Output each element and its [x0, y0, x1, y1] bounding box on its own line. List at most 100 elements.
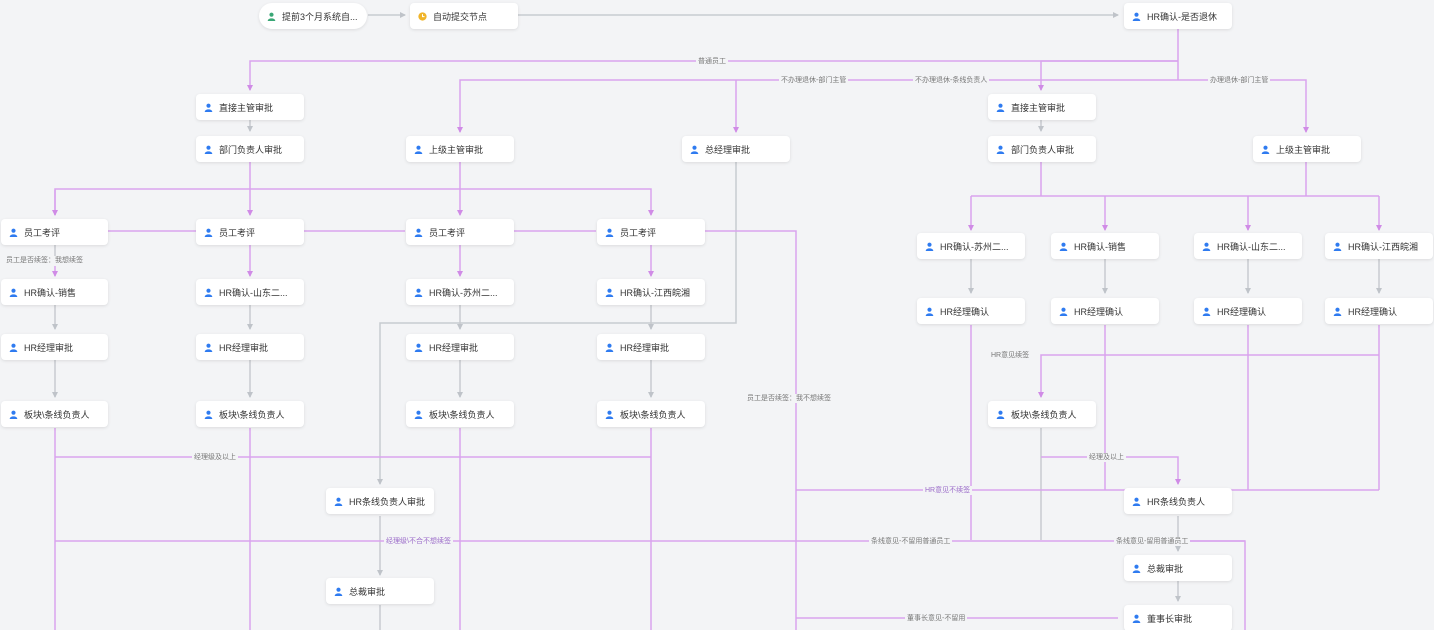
node-hr-manager-1[interactable]: HR经理审批 — [1, 334, 108, 360]
node-label: 部门负责人审批 — [219, 144, 283, 155]
user-icon — [690, 145, 699, 154]
user-icon — [9, 228, 18, 237]
node-label: HR条线负责人审批 — [349, 496, 425, 507]
node-label: 直接主管审批 — [1011, 102, 1066, 113]
node-hr-sales-right[interactable]: HR确认-销售 — [1051, 233, 1159, 259]
node-label: 板块\条线负责人 — [219, 409, 285, 420]
node-dept-head-left[interactable]: 部门负责人审批 — [196, 136, 304, 162]
edge-label-mgr-above-right: 经理及以上 — [1087, 453, 1126, 462]
edge-label-emp-keep-no: 员工是否续签：我不想续签 — [745, 394, 833, 403]
node-label: 员工考评 — [620, 227, 657, 238]
edge-label-hr-opinion-renew: HR意见续签 — [989, 351, 1032, 360]
node-label: 总经理审批 — [705, 144, 751, 155]
node-hr-sales-left[interactable]: HR确认-销售 — [1, 279, 108, 305]
node-eval-4[interactable]: 员工考评 — [597, 219, 705, 245]
node-hr-jiangxi-left[interactable]: HR确认-江西皖湘 — [597, 279, 705, 305]
node-hr-manager-confirm-2[interactable]: HR经理确认 — [1051, 298, 1159, 324]
node-label: HR经理确认 — [940, 306, 989, 317]
node-direct-manager-left[interactable]: 直接主管审批 — [196, 94, 304, 120]
user-icon — [1333, 242, 1342, 251]
node-label: HR经理审批 — [429, 342, 478, 353]
user-icon — [996, 103, 1005, 112]
node-label: HR确认-江西皖湘 — [620, 287, 690, 298]
edge-label-hr-opinion-no-renew: HR意见不续签 — [923, 486, 973, 495]
user-icon — [414, 343, 423, 352]
node-label: HR确认-江西皖湘 — [1348, 241, 1418, 252]
edge-label-retire-dept: 办理退休-部门主管 — [1208, 76, 1271, 85]
node-label: HR确认-苏州二... — [940, 241, 1009, 252]
node-direct-manager-right[interactable]: 直接主管审批 — [988, 94, 1096, 120]
node-start[interactable]: 提前3个月系统自... — [259, 3, 367, 29]
node-hr-shandong-right[interactable]: HR确认-山东二... — [1194, 233, 1302, 259]
user-icon — [204, 228, 213, 237]
edge-label-line-no-keep: 条线意见-不留用普通员工 — [869, 537, 953, 546]
node-label: 董事长审批 — [1147, 613, 1193, 624]
node-hr-suzhou-left[interactable]: HR确认-苏州二... — [406, 279, 514, 305]
node-hr-manager-confirm-1[interactable]: HR经理确认 — [917, 298, 1025, 324]
user-icon — [1132, 12, 1141, 21]
edge-label-regular-employee: 普通员工 — [696, 57, 728, 66]
user-icon — [9, 288, 18, 297]
node-superior-left[interactable]: 上级主管审批 — [406, 136, 514, 162]
user-icon — [1132, 564, 1141, 573]
node-hr-shandong-left[interactable]: HR确认-山东二... — [196, 279, 304, 305]
node-president-right[interactable]: 总裁审批 — [1124, 555, 1232, 581]
node-label: 员工考评 — [24, 227, 61, 238]
node-hr-line-head-approve[interactable]: HR条线负责人审批 — [326, 488, 434, 514]
node-label: 直接主管审批 — [219, 102, 274, 113]
node-hr-line-head[interactable]: HR条线负责人 — [1124, 488, 1232, 514]
node-hr-manager-2[interactable]: HR经理审批 — [196, 334, 304, 360]
node-label: HR确认-山东二... — [219, 287, 288, 298]
node-label: 部门负责人审批 — [1011, 144, 1075, 155]
node-dept-head-right[interactable]: 部门负责人审批 — [988, 136, 1096, 162]
start-user-icon — [267, 12, 276, 21]
node-label: HR经理确认 — [1074, 306, 1123, 317]
user-icon — [1333, 307, 1342, 316]
edge-label-emp-keep-yes: 员工是否续签：我想续签 — [4, 256, 85, 265]
node-label: 总裁审批 — [1147, 563, 1184, 574]
edge-label-line-keep: 条线意见-留用普通员工 — [1114, 537, 1191, 546]
user-icon — [1059, 242, 1068, 251]
node-label: 上级主管审批 — [429, 144, 484, 155]
node-label: HR经理审批 — [620, 342, 669, 353]
node-auto-submit[interactable]: 自动提交节点 — [410, 3, 518, 29]
edge-label-mgr-above-left: 经理级及以上 — [192, 453, 238, 462]
user-icon — [1132, 497, 1141, 506]
user-icon — [1202, 242, 1211, 251]
node-hr-confirm-retire[interactable]: HR确认-是否退休 — [1124, 3, 1232, 29]
node-label: 板块\条线负责人 — [429, 409, 495, 420]
node-label: 总裁审批 — [349, 586, 386, 597]
node-label: HR经理确认 — [1348, 306, 1397, 317]
node-hr-manager-3[interactable]: HR经理审批 — [406, 334, 514, 360]
user-icon — [9, 343, 18, 352]
edge-label-no-retire-dept: 不办理退休-部门主管 — [779, 76, 849, 85]
user-icon — [414, 410, 423, 419]
node-sector-head-right[interactable]: 板块\条线负责人 — [988, 401, 1096, 427]
node-hr-jiangxi-right[interactable]: HR确认-江西皖湘 — [1325, 233, 1433, 259]
node-label: HR经理确认 — [1217, 306, 1266, 317]
node-eval-1[interactable]: 员工考评 — [1, 219, 108, 245]
node-sector-head-4[interactable]: 板块\条线负责人 — [597, 401, 705, 427]
node-eval-3[interactable]: 员工考评 — [406, 219, 514, 245]
node-hr-manager-4[interactable]: HR经理审批 — [597, 334, 705, 360]
node-superior-right[interactable]: 上级主管审批 — [1253, 136, 1361, 162]
node-hr-manager-confirm-4[interactable]: HR经理确认 — [1325, 298, 1433, 324]
user-icon — [414, 288, 423, 297]
default-connectors — [52, 12, 1382, 630]
user-icon — [1202, 307, 1211, 316]
node-label: HR经理审批 — [24, 342, 73, 353]
node-general-manager[interactable]: 总经理审批 — [682, 136, 790, 162]
node-label: 员工考评 — [429, 227, 466, 238]
node-hr-manager-confirm-3[interactable]: HR经理确认 — [1194, 298, 1302, 324]
node-sector-head-2[interactable]: 板块\条线负责人 — [196, 401, 304, 427]
node-eval-2[interactable]: 员工考评 — [196, 219, 304, 245]
node-hr-suzhou-right[interactable]: HR确认-苏州二... — [917, 233, 1025, 259]
user-icon — [204, 145, 213, 154]
node-label: HR条线负责人 — [1147, 496, 1205, 507]
node-president-left[interactable]: 总裁审批 — [326, 578, 434, 604]
node-chairman[interactable]: 董事长审批 — [1124, 605, 1232, 630]
node-sector-head-1[interactable]: 板块\条线负责人 — [1, 401, 108, 427]
node-sector-head-3[interactable]: 板块\条线负责人 — [406, 401, 514, 427]
user-icon — [204, 343, 213, 352]
